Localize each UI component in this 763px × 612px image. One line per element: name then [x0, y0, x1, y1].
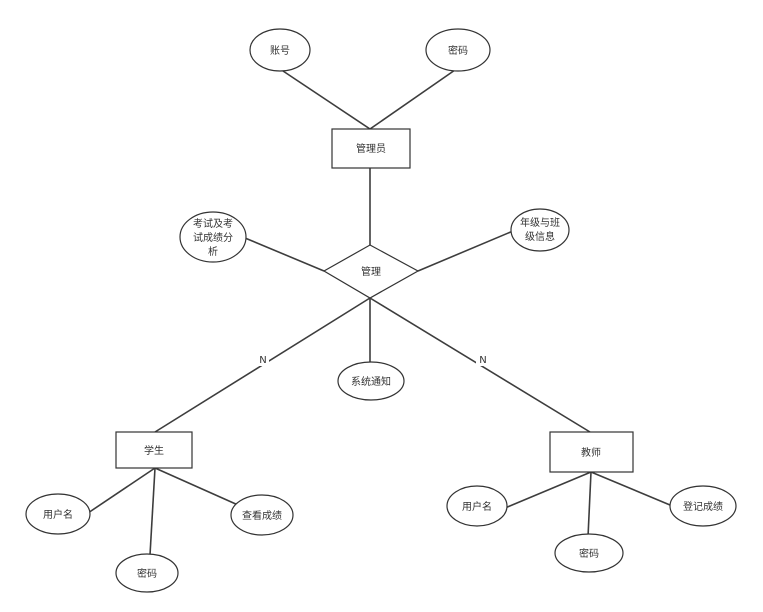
cardinality-teacher: N	[479, 355, 486, 366]
svg-text:教师: 教师	[581, 446, 601, 459]
svg-text:用户名: 用户名	[43, 508, 73, 521]
svg-text:用户名: 用户名	[462, 500, 492, 513]
attribute-grade-class: 年级与班 级信息	[510, 208, 570, 252]
cardinality-student: N	[259, 355, 266, 366]
edge-teacher-username	[504, 471, 592, 509]
edge-manage-exam-analysis	[244, 237, 325, 272]
svg-text:学生: 学生	[144, 444, 164, 457]
exam-analysis-line-2: 试成绩分	[193, 231, 233, 244]
attribute-teacher-record-scores: 登记成绩	[669, 485, 737, 527]
svg-text:密码: 密码	[137, 567, 157, 580]
entity-admin: 管理员	[331, 128, 411, 169]
svg-text:登记成绩: 登记成绩	[683, 500, 723, 513]
edge-teacher-password	[587, 471, 592, 538]
svg-text:管理员: 管理员	[356, 142, 386, 155]
cardinality-labels: N N	[256, 352, 489, 366]
relationship-manage: 管理	[322, 244, 420, 299]
attribute-student-view-scores: 查看成绩	[230, 494, 294, 536]
edge-student-view-scores	[154, 467, 239, 506]
edge-admin-password	[369, 69, 456, 130]
svg-text:账号: 账号	[270, 45, 290, 57]
edge-student-username	[87, 467, 156, 514]
svg-text:管理: 管理	[361, 265, 381, 278]
svg-text:系统通知: 系统通知	[351, 375, 391, 388]
attribute-admin-password: 密码	[425, 28, 491, 72]
grade-class-line-1: 年级与班	[520, 216, 560, 229]
exam-analysis-line-3: 析	[208, 245, 218, 258]
attribute-teacher-username: 用户名	[446, 485, 508, 527]
exam-analysis-line-1: 考试及考	[193, 217, 233, 230]
edge-teacher-record-scores	[590, 471, 671, 506]
edge-admin-account	[282, 70, 371, 130]
grade-class-line-2: 级信息	[525, 230, 555, 243]
edge-manage-grade-class	[417, 230, 514, 272]
attribute-exam-analysis: 考试及考 试成绩分 析	[179, 211, 247, 263]
svg-text:密码: 密码	[579, 547, 599, 560]
attribute-admin-account: 账号	[249, 28, 311, 72]
svg-text:查看成绩: 查看成绩	[242, 509, 282, 522]
svg-text:密码: 密码	[448, 44, 468, 57]
attribute-student-username: 用户名	[25, 493, 91, 535]
attribute-student-password: 密码	[115, 553, 179, 593]
attribute-teacher-password: 密码	[554, 533, 624, 573]
edge-student-password	[149, 467, 156, 556]
entity-teacher: 教师	[549, 431, 634, 473]
attribute-system-notice: 系统通知	[337, 361, 405, 401]
entity-student: 学生	[115, 431, 193, 469]
